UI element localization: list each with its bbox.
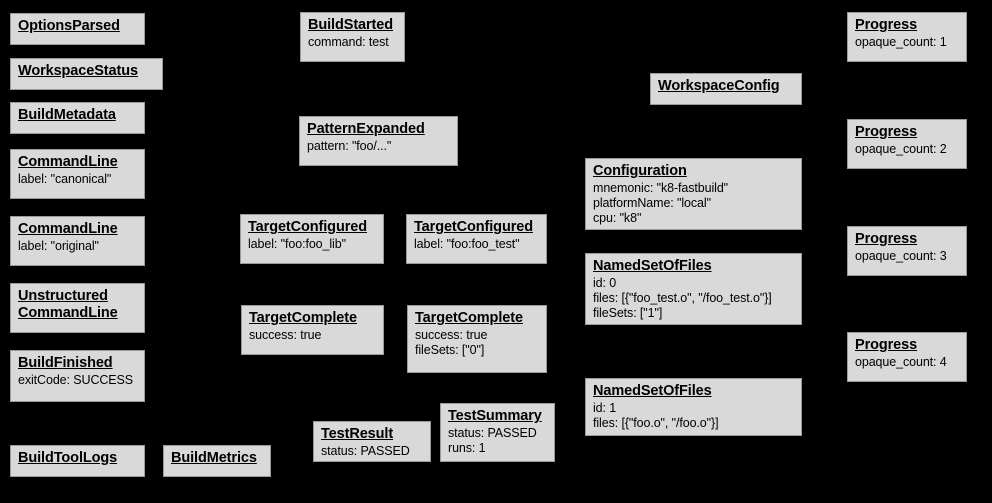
node-build-metrics[interactable]: BuildMetrics: [163, 445, 271, 477]
node-title: CommandLine: [18, 154, 118, 170]
node-field: label: "original": [18, 239, 99, 254]
node-field: opaque_count: 3: [855, 249, 947, 264]
node-title: Configuration: [593, 163, 687, 179]
node-field: opaque_count: 4: [855, 355, 947, 370]
node-title: Unstructured CommandLine: [18, 288, 118, 322]
node-target-complete-foo-lib[interactable]: TargetComplete success: true: [241, 305, 384, 355]
node-title: Progress: [855, 231, 918, 247]
node-title: BuildToolLogs: [18, 450, 118, 466]
node-field: label: "foo:foo_test": [414, 237, 520, 252]
node-progress-3[interactable]: Progress opaque_count: 3: [847, 226, 967, 276]
node-build-started[interactable]: BuildStarted command: test: [300, 12, 405, 62]
node-field: fileSets: ["1"]: [593, 305, 663, 320]
node-field: success: true: [415, 328, 488, 343]
node-title: BuildStarted: [308, 17, 394, 33]
node-field: id: 0: [593, 276, 617, 291]
node-build-tool-logs[interactable]: BuildToolLogs: [10, 445, 145, 477]
node-pattern-expanded[interactable]: PatternExpanded pattern: "foo/...": [299, 116, 458, 166]
node-title: Progress: [855, 337, 918, 353]
node-build-metadata[interactable]: BuildMetadata: [10, 102, 145, 134]
node-progress-2[interactable]: Progress opaque_count: 2: [847, 119, 967, 169]
node-title: WorkspaceConfig: [658, 78, 780, 94]
node-title: WorkspaceStatus: [18, 63, 138, 79]
node-test-result[interactable]: TestResult status: PASSED: [313, 421, 431, 462]
node-title: TargetConfigured: [414, 219, 533, 235]
node-field: id: 1: [593, 401, 617, 416]
node-command-line-canonical[interactable]: CommandLine label: "canonical": [10, 149, 145, 199]
node-field: fileSets: ["0"]: [415, 342, 485, 357]
node-title: OptionsParsed: [18, 18, 120, 34]
node-field: platformName: "local": [593, 195, 711, 210]
node-field: files: [{"foo_test.o", "/foo_test.o"}]: [593, 290, 772, 305]
node-field: label: "canonical": [18, 172, 112, 187]
node-field: files: [{"foo.o", "/foo.o"}]: [593, 415, 719, 430]
node-title: TestSummary: [448, 408, 542, 424]
node-unstructured-command-line[interactable]: Unstructured CommandLine: [10, 283, 145, 333]
node-field: success: true: [249, 328, 322, 343]
node-field: status: PASSED: [321, 444, 410, 459]
node-title: TestResult: [321, 426, 394, 442]
node-field: opaque_count: 2: [855, 142, 947, 157]
node-target-configured-foo-lib[interactable]: TargetConfigured label: "foo:foo_lib": [240, 214, 384, 264]
node-field: opaque_count: 1: [855, 35, 947, 50]
node-progress-4[interactable]: Progress opaque_count: 4: [847, 332, 967, 382]
node-field: status: PASSED: [448, 426, 537, 441]
node-field: mnemonic: "k8-fastbuild": [593, 181, 729, 196]
node-title: CommandLine: [18, 221, 118, 237]
node-field: label: "foo:foo_lib": [248, 237, 346, 252]
node-build-finished[interactable]: BuildFinished exitCode: SUCCESS: [10, 350, 145, 402]
node-field: runs: 1: [448, 440, 486, 455]
node-workspace-status[interactable]: WorkspaceStatus: [10, 58, 163, 90]
node-title: BuildFinished: [18, 355, 113, 371]
node-title: TargetComplete: [415, 310, 523, 326]
node-field: command: test: [308, 35, 389, 50]
node-target-configured-foo-test[interactable]: TargetConfigured label: "foo:foo_test": [406, 214, 547, 264]
node-title: BuildMetadata: [18, 107, 116, 123]
node-title: PatternExpanded: [307, 121, 425, 137]
node-progress-1[interactable]: Progress opaque_count: 1: [847, 12, 967, 62]
node-title: Progress: [855, 124, 918, 140]
node-workspace-config[interactable]: WorkspaceConfig: [650, 73, 802, 105]
node-title: NamedSetOfFiles: [593, 258, 712, 274]
node-options-parsed[interactable]: OptionsParsed: [10, 13, 145, 45]
node-field: pattern: "foo/...": [307, 139, 392, 154]
node-title: TargetConfigured: [248, 219, 367, 235]
node-title: NamedSetOfFiles: [593, 383, 712, 399]
node-command-line-original[interactable]: CommandLine label: "original": [10, 216, 145, 266]
node-title: Progress: [855, 17, 918, 33]
node-title: BuildMetrics: [171, 450, 257, 466]
node-field: cpu: "k8": [593, 210, 642, 225]
node-configuration[interactable]: Configuration mnemonic: "k8-fastbuild"pla…: [585, 158, 802, 230]
node-title: TargetComplete: [249, 310, 357, 326]
node-field: exitCode: SUCCESS: [18, 373, 134, 388]
